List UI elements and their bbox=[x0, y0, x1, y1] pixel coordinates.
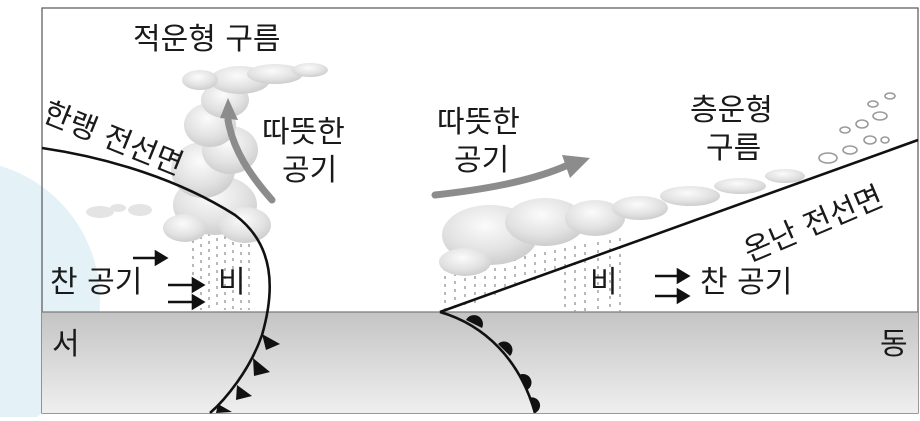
warm-air-left-label-1: 따뜻한 bbox=[262, 115, 345, 150]
stratus-cloud-shape bbox=[439, 169, 805, 276]
west-label: 서 bbox=[52, 327, 80, 362]
cold-front-line bbox=[41, 146, 271, 414]
warm-air-mid-arrow bbox=[431, 161, 572, 199]
stratus-cloud-label-2: 구름 bbox=[706, 131, 762, 166]
cold-front-triangles bbox=[216, 334, 280, 413]
ground bbox=[42, 312, 918, 413]
warm-front-ground-line bbox=[439, 310, 537, 414]
warm-air-mid-arrowhead bbox=[562, 155, 590, 178]
cold-air-right-label: 찬 공기 bbox=[700, 265, 793, 300]
warm-air-left-arrow bbox=[224, 116, 276, 204]
warm-air-mid-label-1: 따뜻한 bbox=[437, 105, 520, 140]
stratus-cloud-label-1: 층운형 bbox=[690, 93, 773, 128]
rain-right-label: 비 bbox=[590, 265, 618, 300]
rain-right-streaks bbox=[444, 238, 621, 312]
cirrus-puffs bbox=[818, 92, 896, 164]
warm-air-left-label-2: 공기 bbox=[282, 153, 338, 188]
rain-left-label: 비 bbox=[218, 265, 246, 300]
warm-front-semicircles bbox=[466, 315, 541, 413]
warm-air-left-arrowhead bbox=[220, 98, 238, 120]
cumulus-cloud-label: 적운형 구름 bbox=[133, 22, 281, 57]
cold-air-left-label: 찬 공기 bbox=[50, 265, 143, 300]
warm-front-line bbox=[439, 138, 919, 314]
small-cloud-puffs-left bbox=[86, 204, 152, 218]
cold-air-left-arrows bbox=[133, 249, 206, 311]
warm-air-mid-label-2: 공기 bbox=[454, 143, 510, 178]
cold-air-right-arrows bbox=[655, 267, 691, 305]
east-label: 동 bbox=[880, 327, 908, 362]
